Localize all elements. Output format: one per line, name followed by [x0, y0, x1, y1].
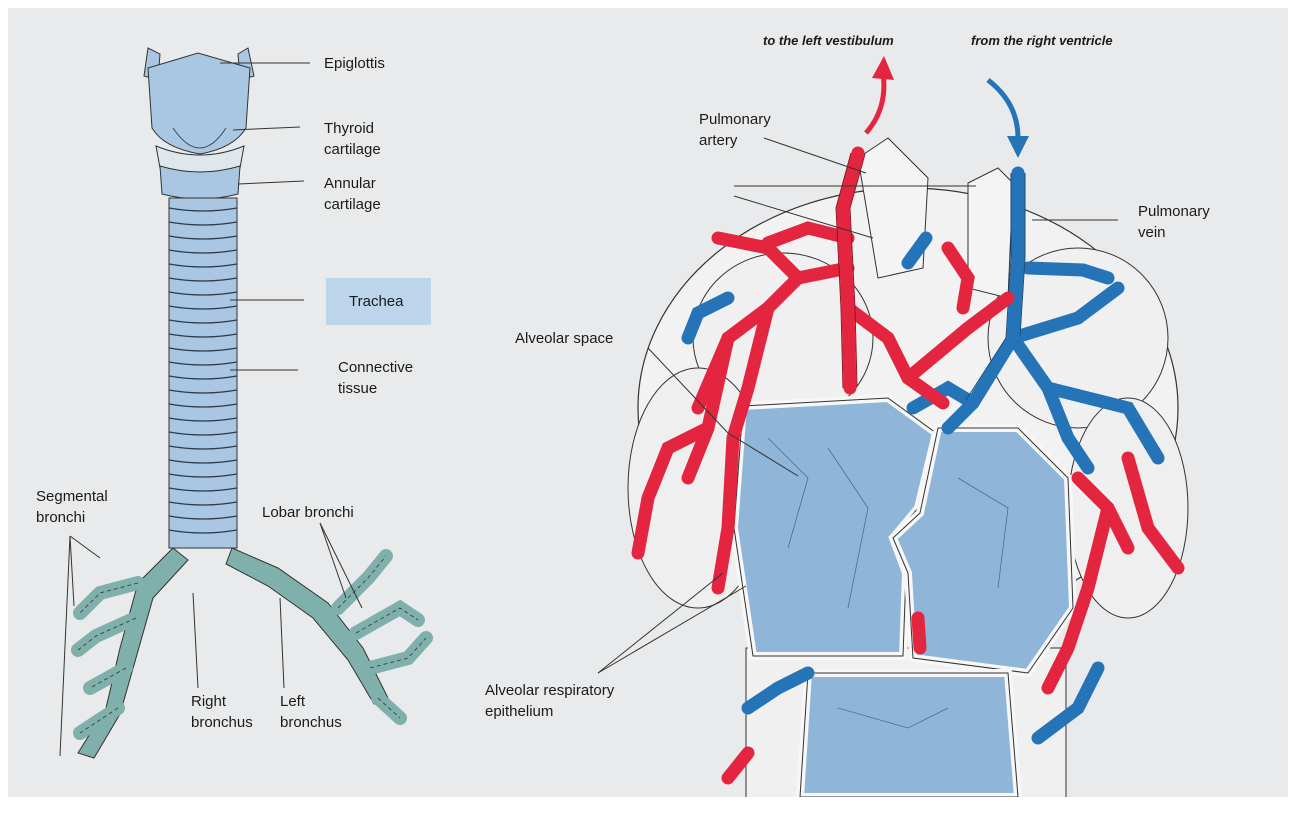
label-connective-tissue: Connective tissue: [338, 357, 413, 399]
label-alveolar-epithelium: Alveolar respiratory epithelium: [485, 680, 614, 722]
larynx: [144, 48, 254, 199]
label-alveolar-space: Alveolar space: [515, 328, 613, 349]
label-from-right-ventricle: from the right ventricle: [971, 30, 1113, 51]
illustration-canvas: [8, 8, 1288, 797]
label-right-bronchus: Right bronchus: [191, 691, 253, 733]
label-pulmonary-vein: Pulmonary vein: [1138, 201, 1210, 243]
flow-arrow-in: [988, 80, 1029, 158]
label-thyroid-cartilage: Thyroid cartilage: [324, 118, 381, 160]
label-epiglottis: Epiglottis: [324, 53, 385, 74]
label-left-bronchus: Left bronchus: [280, 691, 342, 733]
trachea: [169, 198, 237, 548]
label-annular-cartilage: Annular cartilage: [324, 173, 381, 215]
right-bronchus: [78, 548, 188, 758]
label-pulmonary-artery: Pulmonary artery: [699, 109, 771, 151]
label-trachea: Trachea: [349, 291, 403, 312]
label-segmental-bronchi: Segmental bronchi: [36, 486, 108, 528]
anatomy-figure: Epiglottis Thyroid cartilage Annular car…: [8, 8, 1288, 797]
label-to-left-vestibulum: to the left vestibulum: [763, 30, 894, 51]
label-lobar-bronchi: Lobar bronchi: [262, 502, 354, 523]
flow-arrow-out: [866, 56, 894, 133]
